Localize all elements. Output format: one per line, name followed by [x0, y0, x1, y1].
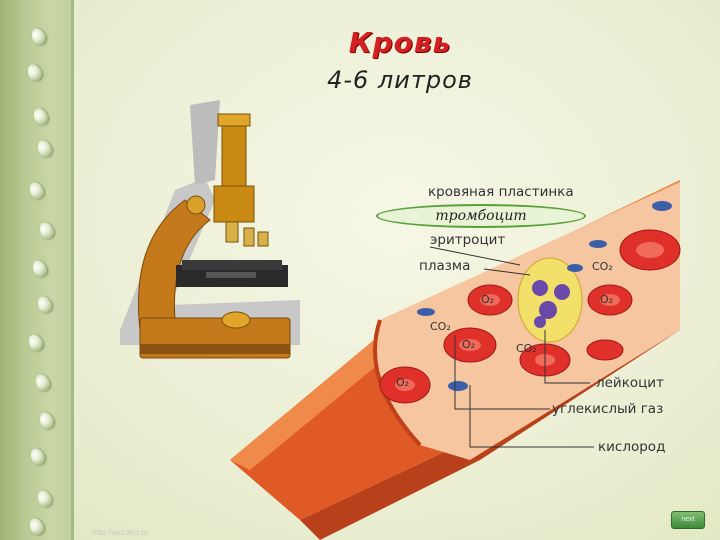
slide-title: Кровь — [348, 26, 452, 59]
platelet-callout: тромбоцит — [376, 204, 586, 228]
co2-marking: CO₂ — [430, 320, 451, 333]
label-leukocyte: лейкоцит — [596, 375, 664, 391]
label-platelet: кровяная пластинка — [428, 184, 574, 200]
label-plasma: плазма — [419, 258, 471, 274]
co2-marking: CO₂ — [516, 342, 537, 355]
next-slide-button[interactable]: next — [671, 511, 705, 529]
leader-lines — [429, 246, 594, 448]
label-oxygen: кислород — [598, 439, 666, 455]
erythrocyte-cells — [379, 229, 681, 404]
co2-marking: CO₂ — [592, 260, 613, 273]
oxygen-marking: O₂ — [462, 338, 476, 351]
leukocyte-cell — [517, 257, 583, 343]
border-divider — [71, 0, 74, 540]
oxygen-marking: O₂ — [600, 293, 614, 306]
label-carbon-dioxide: углекислый газ — [552, 401, 664, 417]
platelet-cells — [417, 201, 672, 391]
watermark-url: http://airz.kicr.ru — [92, 528, 149, 537]
label-erythrocyte: эритроцит — [430, 232, 506, 248]
slide-subtitle: 4-6 литров — [327, 66, 473, 94]
oxygen-marking: O₂ — [396, 376, 410, 389]
oxygen-marking: O₂ — [481, 293, 495, 306]
microscope-icon — [120, 100, 300, 359]
